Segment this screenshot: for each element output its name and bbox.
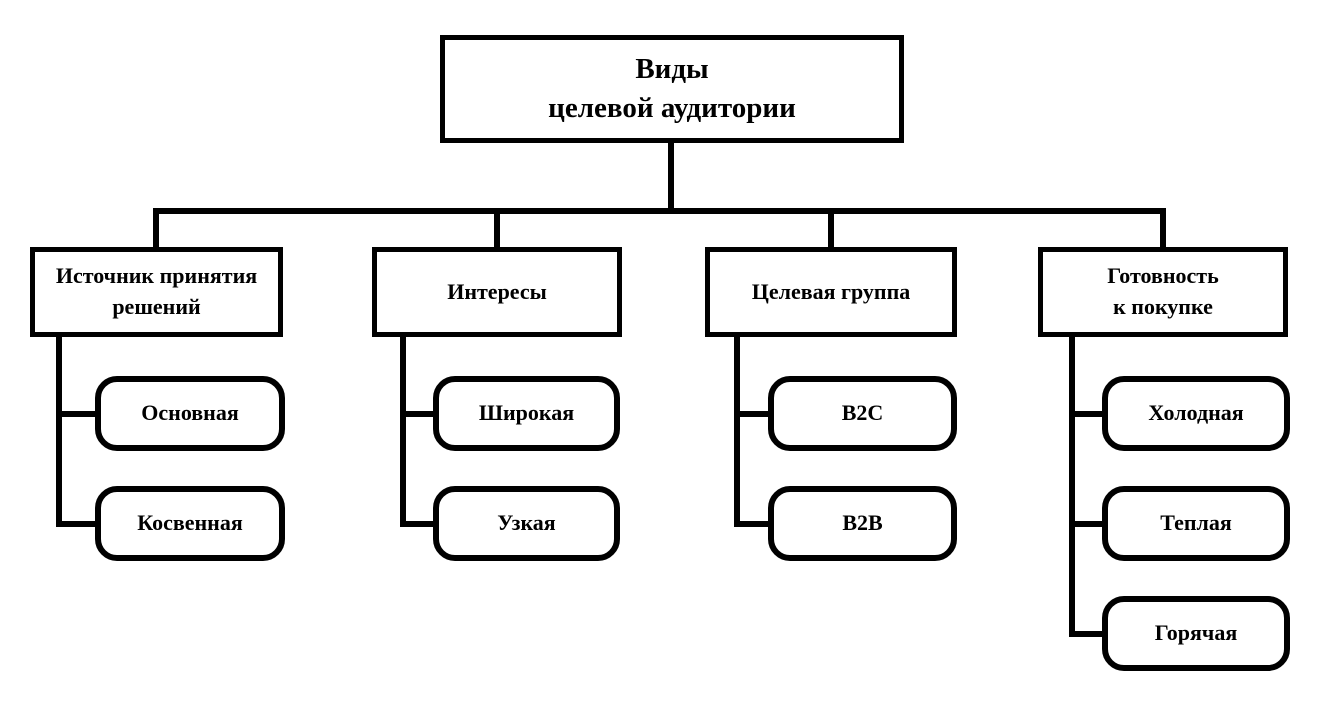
node-broad-audience: Широкая <box>433 376 620 451</box>
node-hot-audience: Горячая <box>1102 596 1290 671</box>
broad-audience-label: Широкая <box>478 400 575 426</box>
hot-audience-label: Горячая <box>1154 620 1238 646</box>
node-b2b: B2B <box>768 486 957 561</box>
purchase-readiness-label-line-1: Готовность <box>1107 263 1219 289</box>
node-indirect-audience: Косвенная <box>95 486 285 561</box>
root-title-line-2: целевой аудитории <box>548 92 796 124</box>
cold-audience-label: Холодная <box>1148 400 1244 426</box>
node-narrow-audience: Узкая <box>433 486 620 561</box>
interests-label: Интересы <box>447 278 547 304</box>
node-purchase-readiness: Готовность к покупке <box>1038 247 1288 337</box>
primary-audience-label: Основная <box>141 400 239 426</box>
node-decision-source: Источник принятия решений <box>30 247 283 337</box>
node-warm-audience: Теплая <box>1102 486 1290 561</box>
decision-source-label-line-2: решений <box>112 294 201 319</box>
b2c-label: B2C <box>841 400 884 426</box>
target-group-label: Целевая группа <box>751 278 911 304</box>
indirect-audience-label: Косвенная <box>137 510 243 536</box>
node-root-title: Виды целевой аудитории <box>440 35 904 143</box>
node-interests: Интересы <box>372 247 622 337</box>
purchase-readiness-label-line-2: к покупке <box>1113 294 1213 319</box>
root-title-line-1: Виды <box>635 52 709 85</box>
b2b-label: B2B <box>842 510 883 536</box>
node-b2c: B2C <box>768 376 957 451</box>
narrow-audience-label: Узкая <box>497 510 556 536</box>
warm-audience-label: Теплая <box>1160 510 1232 536</box>
node-target-group: Целевая группа <box>705 247 957 337</box>
decision-source-label-line-1: Источник принятия <box>55 263 258 289</box>
node-primary-audience: Основная <box>95 376 285 451</box>
node-cold-audience: Холодная <box>1102 376 1290 451</box>
